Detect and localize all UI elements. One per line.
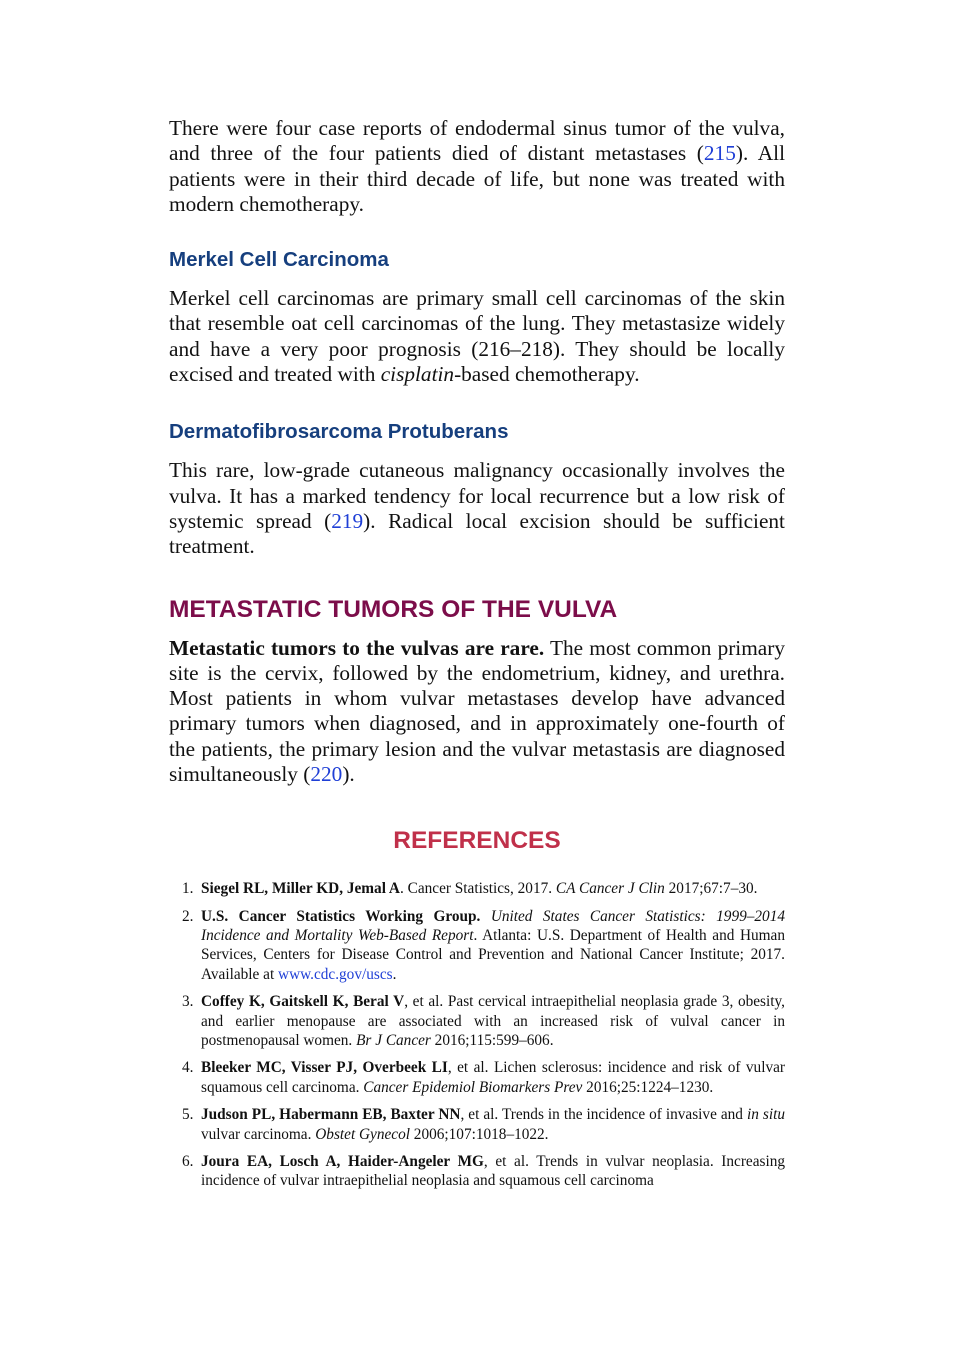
reference-text: , et al. Trends in the incidence of inva… — [460, 1106, 747, 1124]
reference-authors: Joura EA, Losch A, Haider-Angeler MG — [201, 1153, 484, 1171]
reference-item: 2.U.S. Cancer Statistics Working Group. … — [169, 907, 785, 984]
page-content: There were four case reports of endoderm… — [169, 116, 785, 1199]
reference-item: 3. Coffey K, Gaitskell K, Beral V, et al.… — [169, 992, 785, 1050]
reference-item: 5. Judson PL, Habermann EB, Baxter NN, et… — [169, 1105, 785, 1143]
reference-journal: in situ — [746, 1106, 785, 1124]
citation-link[interactable]: 219 — [331, 508, 364, 533]
reference-authors: Judson PL, Habermann EB, Baxter NN — [201, 1106, 461, 1124]
metastatic-heading: METASTATIC TUMORS OF THE VULVA — [169, 595, 618, 623]
reference-url-link[interactable]: www.cdc.gov/uscs — [278, 965, 393, 983]
reference-text: vulvar carcinoma. — [201, 1125, 316, 1143]
lead-sentence: Metastatic tumors to the vulvas are rare… — [169, 635, 545, 660]
reference-number: 2. — [182, 908, 194, 926]
reference-number: 5. — [182, 1106, 194, 1124]
reference-number: 1. — [182, 880, 194, 898]
drug-name: cisplatin — [380, 362, 455, 387]
paragraph-text: Merkel cell carcinomas are primary small… — [169, 286, 785, 387]
paragraph-text: ). Radical local excision should be suff… — [169, 508, 785, 559]
merkel-paragraph: Merkel cell carcinomas are primary small… — [169, 286, 785, 387]
paragraph-text: -based chemotherapy. — [454, 362, 640, 387]
reference-text — [480, 908, 490, 925]
reference-number: 4. — [182, 1059, 194, 1077]
reference-item: 4. Bleeker MC, Visser PJ, Overbeek LI, et… — [169, 1058, 785, 1096]
dfsp-paragraph: This rare, low-grade cutaneous malignanc… — [169, 458, 785, 559]
reference-text: , et al. Past cervical intraepithelial n… — [201, 993, 785, 1049]
reference-authors: Coffey K, Gaitskell K, Beral V — [201, 993, 405, 1011]
reference-authors: Siegel RL, Miller KD, Jemal A — [201, 880, 400, 898]
reference-text: 2016;115:599–606. — [430, 1031, 554, 1049]
merkel-heading: Merkel Cell Carcinoma — [169, 248, 389, 272]
citation-link[interactable]: 220 — [310, 762, 343, 787]
reference-text: . Cancer Statistics, 2017. — [399, 880, 556, 898]
reference-item: 6. Joura EA, Losch A, Haider-Angeler MG, … — [169, 1152, 785, 1190]
paragraph-text: ). — [342, 762, 355, 787]
reference-authors: Bleeker MC, Visser PJ, Overbeek LI — [201, 1059, 448, 1077]
reference-text: , et al. Trends in vulvar neoplasia. Inc… — [201, 1153, 785, 1190]
reference-item: 1. Siegel RL, Miller KD, Jemal A. Cancer … — [169, 879, 785, 898]
metastatic-paragraph: Metastatic tumors to the vulvas are rare… — [169, 636, 785, 788]
dfsp-heading: Dermatofibrosarcoma Protuberans — [169, 420, 509, 444]
reference-number: 6. — [182, 1153, 194, 1171]
reference-text: . — [392, 965, 397, 983]
paragraph-text: The most common primary site is the cerv… — [169, 635, 785, 787]
reference-text: , et al. Lichen sclerosus: incidence and… — [201, 1059, 785, 1096]
paragraph-text: This rare, low-grade cutaneous malignanc… — [169, 458, 785, 533]
paragraph-text: ). All patients were in their third deca… — [169, 141, 785, 216]
references-heading: REFERENCES — [393, 827, 561, 855]
intro-paragraph: There were four case reports of endoderm… — [169, 116, 785, 217]
reference-journal: Cancer Epidemiol Biomarkers Prev — [363, 1078, 583, 1096]
reference-journal: Obstet Gynecol — [315, 1125, 410, 1143]
references-list: 1. Siegel RL, Miller KD, Jemal A. Cancer … — [169, 879, 785, 1190]
reference-authors: U.S. Cancer Statistics Working Group. — [201, 908, 481, 926]
reference-text: 2016;25:1224–1230. — [582, 1078, 714, 1096]
reference-journal: United States Cancer Statistics: 1999–20… — [201, 908, 785, 945]
reference-journal: CA Cancer J Clin — [555, 880, 665, 898]
reference-text: . Atlanta: U.S. Department of Health and… — [201, 927, 785, 983]
reference-journal: Br J Cancer — [356, 1031, 431, 1049]
reference-text: 2017;67:7–30. — [664, 880, 758, 898]
reference-number: 3. — [182, 993, 194, 1011]
citation-link[interactable]: 215 — [703, 141, 736, 166]
reference-text: 2006;107:1018–1022. — [409, 1125, 549, 1143]
paragraph-text: There were four case reports of endoderm… — [169, 116, 785, 166]
